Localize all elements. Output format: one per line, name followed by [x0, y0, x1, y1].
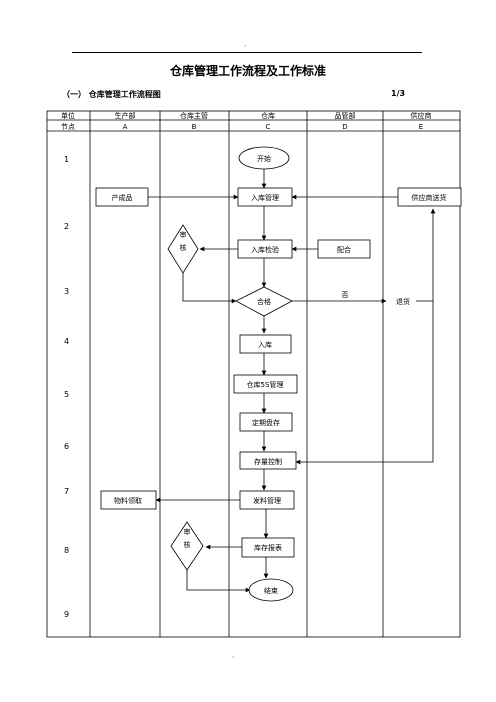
return-goods-label: 退货 [396, 297, 410, 306]
inventory-report-label: 库存报表 [254, 543, 282, 552]
end-node: 结束 [248, 578, 294, 602]
connectors [148, 168, 436, 593]
supplier-delivery-label: 供应商送货 [412, 193, 447, 202]
column-unit-d: 品管部 [335, 111, 356, 120]
row-number-1: 1 [64, 155, 69, 164]
column-node-a: A [123, 123, 128, 131]
header-node-label: 节点 [61, 123, 75, 131]
inbound-inspection-box: 入库检验 [237, 239, 293, 259]
column-unit-c: 仓库 [261, 111, 275, 120]
section-subtitle: （一） 仓库管理工作流程图 [62, 90, 161, 99]
row-number-3: 3 [64, 287, 69, 296]
periodic-inventory-label: 定期盘存 [252, 418, 280, 427]
finished-goods-box: 产成品 [95, 187, 149, 207]
qualified-label: 合格 [257, 297, 271, 306]
material-requisition-label: 物料领取 [114, 496, 142, 505]
supplier-delivery-box: 供应商送货 [397, 187, 462, 207]
row-number-7: 7 [64, 487, 69, 496]
end-label: 结束 [264, 586, 278, 595]
row-number-9: 9 [64, 610, 69, 619]
table-grid [46, 110, 461, 638]
column-unit-e: 供应商 [411, 111, 432, 120]
page-title: 仓库管理工作流程及工作标准 [169, 64, 326, 78]
column-unit-a: 生产部 [115, 111, 136, 120]
page-number: 1/3 [391, 89, 406, 98]
review-diamond-2: 审核 [170, 521, 204, 571]
inbound-management-box: 入库管理 [237, 187, 293, 207]
header-rule [72, 52, 422, 53]
cooperate-box: 配合 [317, 239, 371, 259]
cooperate-label: 配合 [337, 245, 351, 254]
stock-control-label: 存量控制 [254, 457, 282, 466]
column-node-b: B [192, 123, 197, 131]
finished-goods-label: 产成品 [112, 193, 133, 202]
column-node-d: D [342, 123, 347, 131]
warehousing-box: 入库 [239, 334, 292, 354]
qualified-decision: 合格 [235, 286, 293, 317]
row-number-5: 5 [64, 390, 69, 399]
row-number-6: 6 [64, 442, 69, 451]
material-requisition-box: 物料领取 [100, 490, 157, 510]
column-node-e: E [419, 123, 423, 131]
start-node: 开始 [238, 146, 290, 170]
header-unit-label: 单位 [61, 111, 75, 120]
review-diamond-1: 审核 [167, 224, 199, 274]
row-number-2: 2 [64, 222, 69, 231]
warehousing-label: 入库 [258, 340, 272, 349]
start-label: 开始 [257, 154, 271, 163]
row-number-8: 8 [64, 546, 69, 555]
row-number-4: 4 [64, 337, 69, 346]
fivs-management-label: 仓库5S管理 [247, 380, 284, 389]
inventory-report-box: 库存报表 [241, 537, 295, 558]
fivs-management-box: 仓库5S管理 [233, 374, 298, 394]
top-mark: · [244, 42, 247, 51]
inbound-management-label: 入库管理 [251, 193, 279, 202]
issue-management-box: 发料管理 [239, 490, 295, 510]
review-label-2: 审核 [183, 527, 191, 554]
no-branch-label: 否 [342, 291, 349, 299]
column-node-c: C [266, 123, 271, 131]
periodic-inventory-box: 定期盘存 [239, 412, 293, 432]
return-goods-box: 退货 [386, 292, 416, 310]
bottom-mark: · [232, 653, 235, 662]
review-label-1: 审核 [179, 230, 187, 257]
inbound-inspection-label: 入库检验 [251, 245, 279, 254]
issue-management-label: 发料管理 [253, 496, 281, 505]
stock-control-box: 存量控制 [239, 451, 297, 470]
column-unit-b: 仓库主管 [180, 111, 208, 120]
